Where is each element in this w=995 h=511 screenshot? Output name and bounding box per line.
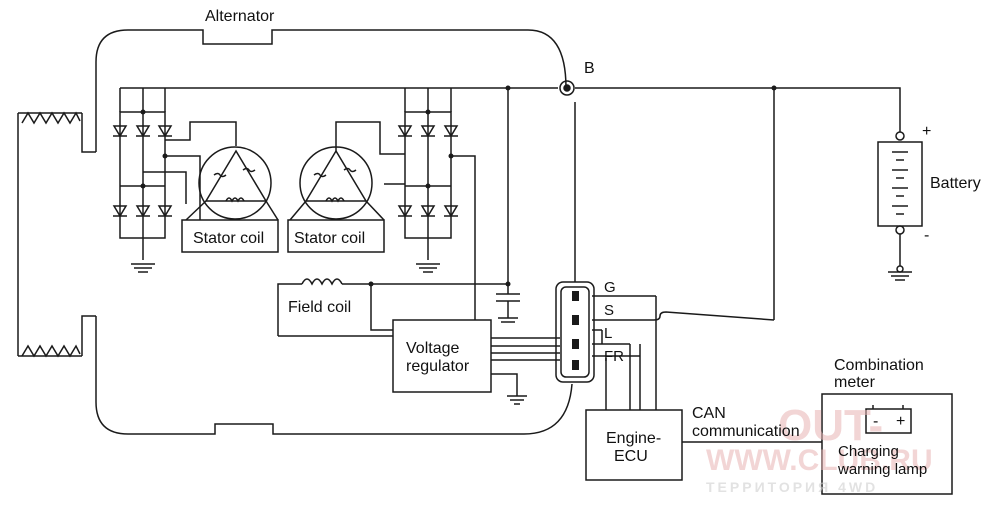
alternator-housing (95, 29, 573, 435)
charging-lamp-line1: Charging (838, 443, 899, 460)
engine-ecu-line1: Engine- (606, 430, 661, 447)
b-terminal-label: B (584, 60, 595, 77)
rectifier-left (112, 88, 237, 273)
pin-g-label: G (604, 279, 616, 296)
can-label-line1: CAN (692, 405, 726, 422)
connector (555, 102, 775, 410)
can-label-line2: communication (692, 423, 800, 440)
voltage-regulator-line1: Voltage (406, 340, 459, 357)
watermark-line3: ТЕРРИТОРИЯ 4WD (706, 479, 878, 495)
capacitor (496, 88, 520, 323)
battery-plus-label: + (922, 123, 931, 140)
pin-fr-label: FR (604, 348, 624, 365)
watermark-line1: OUT- (778, 401, 883, 450)
battery-label: Battery (930, 175, 981, 192)
combination-meter-line2: meter (834, 374, 876, 391)
watermark-line2: WWW.CLUB.RU (706, 444, 933, 477)
battery-icon-minus: - (873, 413, 878, 430)
combination-meter (821, 393, 953, 495)
combination-meter-line1: Combination (834, 357, 924, 374)
rectifier-right (384, 88, 476, 320)
junction-dots (140, 85, 777, 287)
b-terminal (559, 80, 575, 96)
alternator-label: Alternator (205, 8, 275, 25)
charging-lamp-line2: warning lamp (837, 461, 927, 478)
battery-icon-plus: + (896, 413, 905, 430)
engine-ecu (585, 409, 822, 481)
voltage-regulator-line2: regulator (406, 358, 470, 375)
voltage-regulator (392, 319, 560, 405)
b-bus-line (120, 87, 901, 132)
engine-ecu-line2: ECU (614, 448, 648, 465)
field-coil-label: Field coil (288, 299, 351, 316)
stator-coil-1-label: Stator coil (193, 230, 264, 247)
connector-pins (572, 291, 579, 370)
stator-coil-2-label: Stator coil (294, 230, 365, 247)
battery (773, 88, 923, 320)
battery-minus-label: - (924, 227, 929, 244)
pin-s-label: S (604, 302, 614, 319)
watermark: OUT- WWW.CLUB.RU ТЕРРИТОРИЯ 4WD (706, 401, 933, 495)
stator-coil-2 (287, 121, 405, 253)
pin-l-label: L (604, 325, 612, 342)
stator-coil-1 (181, 146, 279, 253)
rotor-brush-left (17, 111, 96, 358)
